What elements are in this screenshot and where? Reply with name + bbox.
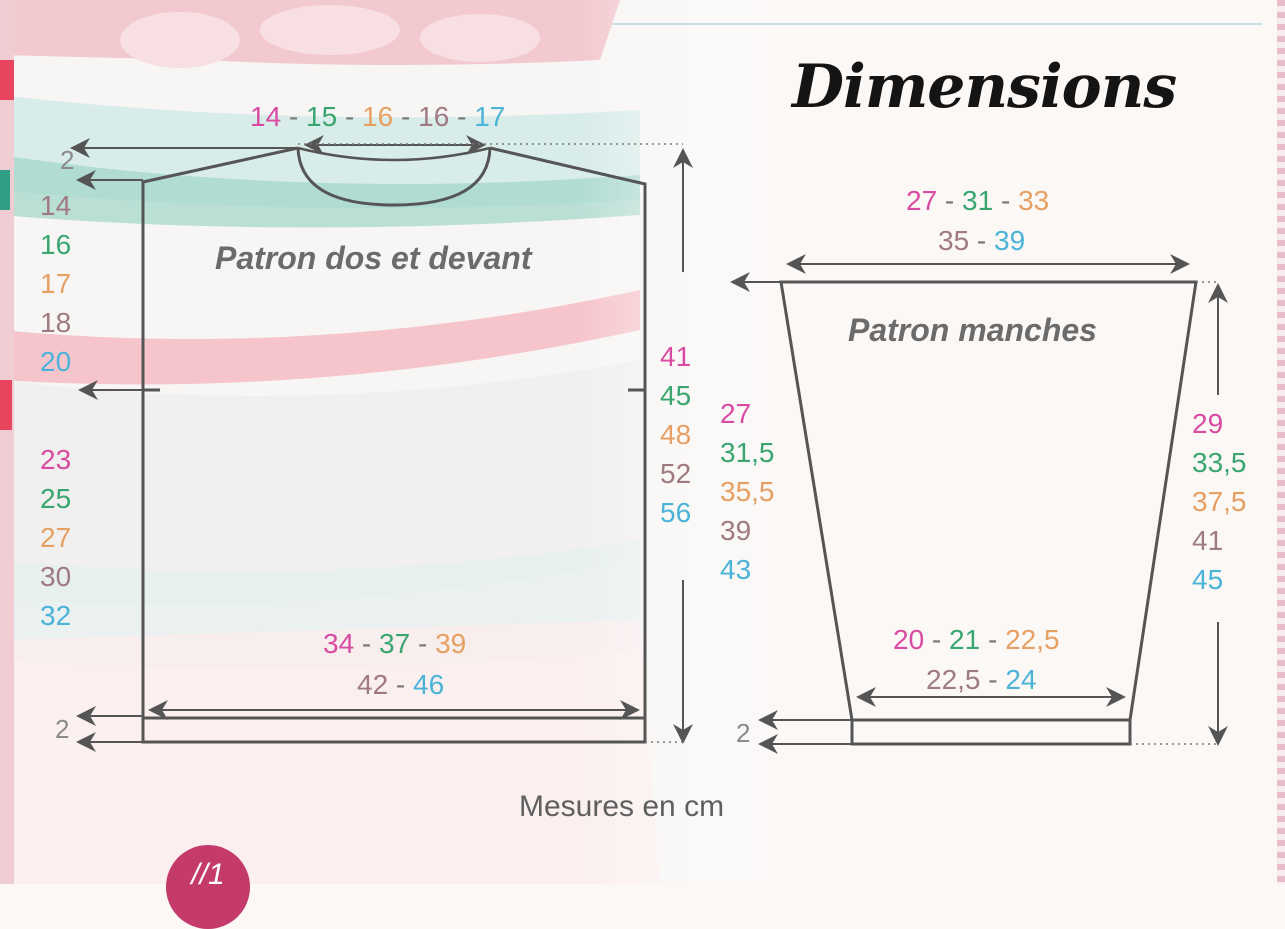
sleeve-pattern-label: Patron manches — [848, 312, 1097, 348]
neck-depth-value: 2 — [60, 145, 75, 175]
body-length-values: 41 45 48 52 56 — [660, 341, 692, 528]
sleeve-rib-value: 2 — [736, 718, 751, 748]
front-back-pattern-label: Patron dos et devant — [215, 240, 532, 276]
body-rib — [141, 716, 647, 744]
page-number-badge: //1 — [166, 845, 250, 929]
body-width-values-row2: 42 - 46 — [357, 669, 445, 700]
side-height-values: 23 25 27 30 32 — [40, 444, 72, 631]
sleeve-height-values: 29 33,5 37,5 41 45 — [1192, 408, 1247, 595]
page-title: Dimensions — [792, 52, 1177, 122]
sleeve-bottom-values-row2: 22,5 - 24 — [926, 664, 1037, 695]
body-rib-value: 2 — [55, 714, 70, 744]
neck-width-values: 14 - 15 - 16 - 16 - 17 — [250, 101, 506, 132]
body-width-values-row1: 34 - 37 - 39 — [323, 628, 467, 659]
schematic-drawing — [70, 135, 1228, 754]
sleeve-top-values-row2: 35 - 39 — [938, 225, 1026, 256]
armhole-height-values: 14 16 17 18 20 — [40, 190, 72, 377]
right-edge-stripe — [1277, 0, 1285, 884]
sleeve-inner-height-values: 27 31,5 35,5 39 43 — [720, 398, 775, 585]
sleeve-top-values-row1: 27 - 31 - 33 — [906, 185, 1050, 216]
neckline — [296, 147, 492, 207]
units-note: Mesures en cm — [519, 790, 725, 823]
sleeve-rib — [850, 718, 1132, 746]
neck-back — [297, 146, 491, 162]
sleeve-bottom-values-row1: 20 - 21 - 22,5 — [893, 624, 1060, 655]
body-outline — [141, 146, 647, 718]
